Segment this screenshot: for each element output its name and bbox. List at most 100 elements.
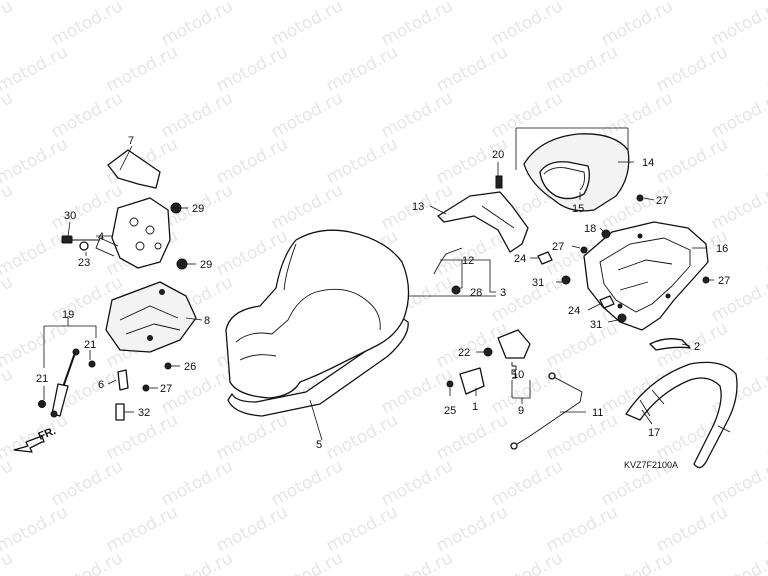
callout-29-lower: 29 xyxy=(200,259,212,271)
part-2-trim xyxy=(649,338,691,351)
callout-13: 13 xyxy=(412,201,424,213)
part-20-bolt xyxy=(495,175,503,189)
callout-4: 4 xyxy=(98,231,104,243)
callout-30: 30 xyxy=(64,210,76,222)
watermark-text: motod.ru xyxy=(708,88,768,142)
leader-lines xyxy=(43,127,714,441)
part-25-bolt xyxy=(446,380,454,388)
callout-23: 23 xyxy=(78,257,90,269)
callout-9: 9 xyxy=(518,405,524,417)
callout-25: 25 xyxy=(444,405,456,417)
callout-12: 12 xyxy=(462,255,474,267)
watermark-text: motod.ru xyxy=(48,548,126,576)
callout-11: 11 xyxy=(592,407,603,419)
part-15-pad xyxy=(539,161,590,200)
callout-20: 20 xyxy=(492,149,504,161)
watermark-text: motod.ru xyxy=(0,226,71,280)
watermark-text: motod.ru xyxy=(708,456,768,510)
callout-32: 32 xyxy=(138,407,150,419)
watermark-text: motod.ru xyxy=(0,456,16,510)
callout-31-upper: 31 xyxy=(532,277,544,289)
part-24-nut-lower xyxy=(599,295,615,309)
part-10-spring xyxy=(511,362,517,379)
callout-22: 22 xyxy=(458,347,470,359)
watermark-text: motod.ru xyxy=(708,272,768,326)
part-8-tray xyxy=(105,281,197,353)
part-6-pin xyxy=(117,369,129,391)
part-30-bolt xyxy=(61,235,73,244)
part-31-bolt-lower xyxy=(617,313,627,323)
callout-1: 1 xyxy=(472,401,478,413)
part-27-screw-left xyxy=(142,384,150,392)
callout-2: 2 xyxy=(694,341,700,353)
part-23-washer xyxy=(79,241,89,251)
part-27-screw-upper xyxy=(636,194,644,202)
callout-26: 26 xyxy=(184,361,196,373)
watermark-text: motod.ru xyxy=(0,0,16,50)
callout-labels: 7 29 29 30 4 23 8 19 21 21 6 27 26 32 5 … xyxy=(36,135,730,470)
seat-cushion xyxy=(225,229,410,399)
callout-3: 3 xyxy=(500,287,506,299)
part-22-clip xyxy=(483,347,493,357)
part-16-carrier xyxy=(583,221,709,331)
callout-24-lower: 24 xyxy=(568,305,580,317)
part-17-rail xyxy=(625,361,738,469)
callout-15: 15 xyxy=(572,203,584,215)
part-28-nut xyxy=(451,285,461,295)
part-11-cable xyxy=(513,375,583,447)
watermark-text: motod.ru xyxy=(708,0,768,50)
watermark-text: motod.ru xyxy=(763,226,768,280)
diagram-code: KVZ7F2100A xyxy=(624,460,678,470)
callout-29-upper: 29 xyxy=(192,203,204,215)
part-21-nut-right xyxy=(88,360,96,368)
part-7-plate xyxy=(107,149,161,189)
watermark-text: motod.ru xyxy=(378,548,456,576)
callout-27-right: 27 xyxy=(718,275,730,287)
latch-hardware xyxy=(433,175,583,450)
callout-27-left: 27 xyxy=(160,383,172,395)
callout-16: 16 xyxy=(716,243,728,255)
callout-31-lower: 31 xyxy=(590,319,602,331)
part-4-bracket xyxy=(111,197,171,269)
watermark-text: motod.ru xyxy=(0,88,16,142)
callout-21-left: 21 xyxy=(36,373,48,385)
callout-8: 8 xyxy=(204,315,210,327)
watermark-text: motod.ru xyxy=(763,134,768,188)
part-31-bolt-upper xyxy=(561,275,571,285)
callout-27-mid: 27 xyxy=(552,241,564,253)
watermark-text: motod.ru xyxy=(0,502,71,556)
callout-14: 14 xyxy=(642,157,654,169)
callout-28: 28 xyxy=(470,287,482,299)
part-19-damper-body xyxy=(51,383,69,417)
callout-18: 18 xyxy=(584,223,596,235)
watermark-text: motod.ru xyxy=(158,548,236,576)
part-13-bracket xyxy=(437,191,529,253)
part-32-bolt xyxy=(115,403,125,421)
part-24-nut-upper xyxy=(537,251,553,265)
watermark-text: motod.ru xyxy=(598,548,676,576)
watermark-text: motod.ru xyxy=(763,410,768,464)
callout-21-right: 21 xyxy=(84,339,96,351)
part-27-screw-mid xyxy=(580,246,588,254)
part-1-latch xyxy=(497,329,531,359)
watermark-text: motod.ru xyxy=(0,42,71,96)
watermark-text: motod.ru xyxy=(0,410,71,464)
watermark-text: motod.ru xyxy=(0,272,16,326)
rear-carrier-assembly xyxy=(523,133,738,469)
part-21-nut-left xyxy=(38,400,46,408)
watermark-text: motod.ru xyxy=(0,134,71,188)
watermark-text: motod.ru xyxy=(0,548,16,576)
callout-17: 17 xyxy=(648,427,660,439)
callout-5: 5 xyxy=(316,439,322,451)
watermark-text: motod.ru xyxy=(0,180,16,234)
part-19-damper-rod xyxy=(61,349,77,391)
watermark-text: motod.ru xyxy=(763,42,768,96)
watermark-text: motod.ru xyxy=(268,548,346,576)
callout-24-upper: 24 xyxy=(514,253,526,265)
watermark-text: motod.ru xyxy=(708,180,768,234)
watermark-text: motod.ru xyxy=(0,364,16,418)
callout-27-upper: 27 xyxy=(656,195,668,207)
seat-hinge-assembly xyxy=(38,149,197,421)
callout-7: 7 xyxy=(128,135,134,147)
